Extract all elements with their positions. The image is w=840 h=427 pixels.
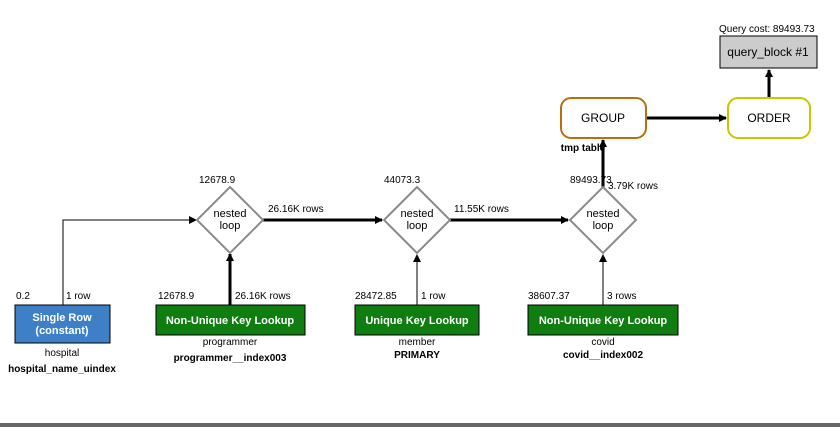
covid-rows: 3 rows: [607, 291, 636, 302]
covid-access-type: Non-Unique Key Lookup: [539, 315, 668, 327]
nested-loop-3[interactable]: [568, 185, 638, 255]
loop1-label-line2: loop: [220, 220, 241, 232]
loop1-out-rows: 26.16K rows: [268, 204, 324, 215]
bottom-divider: [0, 423, 840, 427]
member-table-name: member: [399, 337, 436, 348]
member-key-name: PRIMARY: [394, 350, 440, 361]
hospital-key-name: hospital_name_uindex: [8, 364, 116, 375]
query-block-node[interactable]: [719, 35, 818, 69]
hospital-access-line1: Single Row: [32, 312, 92, 324]
programmer-cost: 12678.9: [158, 291, 195, 302]
loop3-cost: 89493.73: [570, 175, 612, 186]
loop1-cost: 12678.9: [199, 175, 236, 186]
table-covid-node[interactable]: [527, 304, 679, 336]
hospital-access-line2: (constant): [35, 325, 89, 337]
table-member-node[interactable]: [354, 304, 480, 336]
hospital-cost: 0.2: [16, 291, 30, 302]
group-label: GROUP: [581, 111, 625, 125]
table-hospital-node[interactable]: [14, 304, 111, 344]
covid-cost: 38607.37: [528, 291, 570, 302]
order-label: ORDER: [747, 111, 791, 125]
covid-table-name: covid: [591, 337, 614, 348]
hospital-table-name: hospital: [45, 348, 79, 359]
loop3-out-rows: 3.79K rows: [608, 181, 658, 192]
table-programmer-node[interactable]: [155, 304, 306, 336]
query-cost-label: Query cost: 89493.73: [719, 24, 815, 35]
member-rows: 1 row: [421, 291, 446, 302]
loop1-label-line1: nested: [213, 208, 246, 220]
edge-hospital-to-loop1: [62, 216, 197, 305]
member-cost: 28472.85: [355, 291, 397, 302]
loop2-label-line2: loop: [407, 220, 428, 232]
loop3-label-line2: loop: [593, 220, 614, 232]
programmer-rows: 26.16K rows: [235, 291, 291, 302]
order-node[interactable]: [727, 97, 811, 139]
programmer-key-name: programmer__index003: [174, 353, 287, 364]
group-note: tmp table: [561, 143, 606, 154]
loop2-label-line1: nested: [400, 208, 433, 220]
programmer-table-name: programmer: [203, 337, 258, 348]
loop3-label-line1: nested: [586, 208, 619, 220]
nested-loop-1[interactable]: [195, 185, 265, 255]
loop2-cost: 44073.3: [384, 175, 421, 186]
query-block-label: query_block #1: [727, 45, 809, 59]
hospital-rows: 1 row: [66, 291, 91, 302]
loop2-out-rows: 11.55K rows: [454, 204, 509, 215]
group-node[interactable]: [560, 97, 647, 139]
covid-key-name: covid__index002: [563, 350, 643, 361]
nested-loop-2[interactable]: [382, 185, 452, 255]
programmer-access-type: Non-Unique Key Lookup: [166, 315, 295, 327]
member-access-type: Unique Key Lookup: [365, 315, 469, 327]
